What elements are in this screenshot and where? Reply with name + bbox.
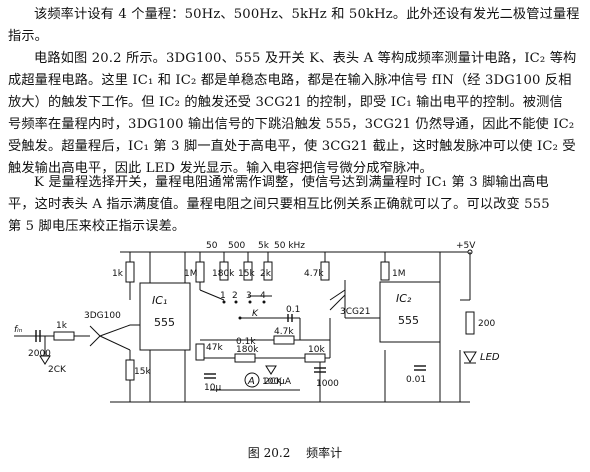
paragraph-range-switch: K 是量程选择开关，量程电阻通常需作调整，使信号达到满量程时 IC₁ 第 3 脚… <box>8 172 584 238</box>
label-10k: 10k <box>308 345 325 355</box>
label-cap-1000: 1000 <box>316 379 339 389</box>
resistor-set <box>53 261 475 381</box>
paragraph-line: 第 5 脚电压来校正指示误差。 <box>8 219 186 234</box>
label-01k: 0.1k <box>236 337 256 347</box>
paragraph-line: 指示。 <box>8 29 49 44</box>
label-2k-base: 2k <box>260 269 272 279</box>
label-diode-mid: 2CK <box>264 377 283 387</box>
switch-contact <box>248 300 252 304</box>
label-200: 200 <box>478 319 495 329</box>
paragraph-line: 触发输出高电平，因此 LED 发光显示。输入电容把信号微分成窄脉冲。 <box>8 161 433 176</box>
label-47k-low: 47k <box>206 343 223 353</box>
resistor <box>320 261 330 281</box>
paragraph-ranges: 该频率计设有 4 个量程：50Hz、500Hz、5kHz 和 50kHz。此外还… <box>8 4 584 48</box>
label-47k-top: 4.7k <box>304 269 324 279</box>
switch-contact <box>262 300 266 304</box>
label-diode-in: 2CK <box>48 365 67 375</box>
label-1m-a: 1M <box>184 269 198 279</box>
resistor <box>53 331 75 341</box>
figure-caption: 图 20.2 频率计 <box>0 444 590 461</box>
meter-label: A <box>247 376 255 387</box>
switch-contacts <box>222 300 266 320</box>
paragraph-circuit-description: 电路如图 20.2 所示。3DG100、555 及开关 K、表头 A 等构成频率… <box>8 48 584 180</box>
paragraph-line: 受触发。超量程后，IC₁ 第 3 脚一直处于高电平，使 3CG21 截止，这时触… <box>8 139 576 154</box>
resistor <box>234 353 256 363</box>
label-cap-2000: 2000 <box>28 349 51 359</box>
resistor <box>304 353 326 363</box>
range-label-50khz: 50 kHz <box>274 241 305 251</box>
meter-range-label: 100μA <box>262 377 292 387</box>
led-label: LED <box>480 352 500 363</box>
switch-position-4: 4 <box>260 291 266 301</box>
label-180k-low: 180k <box>236 345 259 355</box>
label-47k-mid: 4.7k <box>274 327 294 337</box>
label-transistor-in: 3DG100 <box>84 311 121 321</box>
paragraph-line: 平，这时表头 A 指示满度值。量程电阻之间只要相互比例关系正确就可以了。可以改变… <box>8 197 550 212</box>
label-cap-001: 0.01 <box>406 375 426 385</box>
ic2-type: 555 <box>398 314 419 327</box>
resistor <box>243 261 253 281</box>
label-180k: 180k <box>212 269 235 279</box>
resistor <box>195 343 205 361</box>
figure-number: 图 20.2 <box>247 446 291 460</box>
label-1k-in: 1k <box>56 321 68 331</box>
resistor <box>125 261 135 283</box>
ic2-name: IC₂ <box>396 292 412 305</box>
range-label-5k: 5k <box>258 241 270 251</box>
paragraph-line: 号频率在量程内时，3DG100 输出信号的下跳沿触发 555，3CG21 仍然导… <box>8 117 575 132</box>
ic1-chip <box>139 282 191 351</box>
switch-contact <box>234 300 238 304</box>
resistor <box>263 261 273 281</box>
supply-label: +5V <box>456 241 476 251</box>
resistor <box>195 261 205 283</box>
range-label-500: 500 <box>228 241 245 251</box>
figure-labels: 50 500 5k 50 kHz +5V 1k 1M 180k 15k 2k 4… <box>14 241 495 393</box>
switch-position-3: 3 <box>246 291 252 301</box>
figure-title: 频率计 <box>306 446 343 460</box>
label-input: fᵢₙ <box>14 325 23 335</box>
label-transistor-ctrl: 3CG21 <box>340 307 370 317</box>
switch-pivot <box>238 316 242 320</box>
switch-contact <box>222 300 226 304</box>
wires <box>14 249 473 403</box>
meter-symbol <box>244 372 260 388</box>
paragraph-line: K 是量程选择开关，量程电阻通常需作调整，使信号达到满量程时 IC₁ 第 3 脚… <box>34 175 549 190</box>
label-15k: 15k <box>238 269 255 279</box>
paragraph-line: 电路如图 20.2 所示。3DG100、555 及开关 K、表头 A 等构成频率… <box>34 51 577 66</box>
ic2-chip <box>379 281 441 343</box>
capacitor-set <box>35 314 426 379</box>
range-label-50: 50 <box>206 241 218 251</box>
ic1-name: IC₁ <box>152 294 167 307</box>
switch-position-2: 2 <box>232 291 238 301</box>
label-switch: K <box>252 309 259 319</box>
circuit-diagram: IC₁ 555 IC₂ 555 A 100μA <box>14 241 500 403</box>
label-15k-b: 15k <box>134 367 151 377</box>
switch-position-1: 1 <box>220 291 226 301</box>
label-1m-b: 1M <box>392 269 406 279</box>
label-1k-left: 1k <box>112 269 124 279</box>
paragraph-line: 成超量程电路。这里 IC₁ 和 IC₂ 都是单稳态电路，都是在输入脉冲信号 fI… <box>8 73 572 88</box>
paragraph-line: 放大）的触发下工作。但 IC₂ 的触发还受 3CG21 的控制，即受 IC₁ 输… <box>8 95 563 110</box>
resistor <box>465 311 475 335</box>
led-symbol <box>463 351 477 363</box>
ic1-type: 555 <box>154 316 175 329</box>
diode-symbol <box>265 365 277 375</box>
paragraph-line: 该频率计设有 4 个量程：50Hz、500Hz、5kHz 和 50kHz。此外还… <box>34 7 580 22</box>
resistor <box>125 359 135 381</box>
label-cap-10u: 10μ <box>204 383 221 393</box>
resistor <box>273 335 295 345</box>
label-cap-01: 0.1 <box>286 305 300 315</box>
diode-symbol <box>39 355 51 365</box>
resistor <box>219 261 229 281</box>
resistor <box>380 261 390 281</box>
